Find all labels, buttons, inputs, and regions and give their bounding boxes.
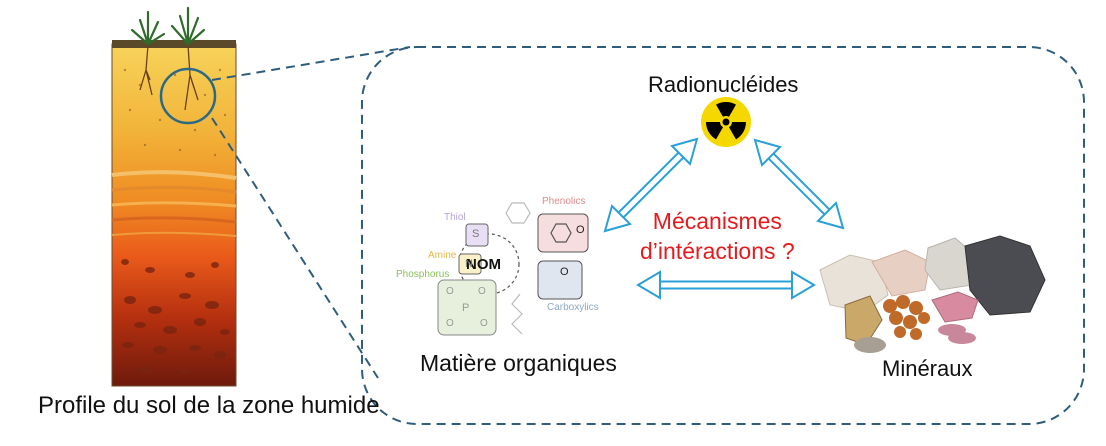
- mechanisms-line-1: Mécanismes: [652, 208, 782, 234]
- minerals-label: Minéraux: [882, 356, 973, 381]
- phenol-oxygen: O: [576, 224, 585, 236]
- arrow-om-radionuclides: [603, 137, 699, 233]
- carboxyl-oxygen: O: [560, 266, 569, 278]
- phosphorus-label: Phosphorus: [396, 269, 450, 280]
- radionuclides-label: Radionucléides: [648, 72, 799, 97]
- arrow-om-minerals: [636, 270, 816, 300]
- nom-center-label: NOM: [466, 256, 501, 273]
- soil-profile-caption: Profile du sol de la zone humide: [38, 392, 380, 419]
- radiation-icon: [701, 97, 751, 147]
- interaction-box: [361, 46, 1085, 425]
- minerals-illustration: [819, 235, 1046, 353]
- phosphate-oxygen-2: O: [478, 286, 486, 297]
- mechanisms-label: Mécanismes d’intéractions ?: [640, 206, 795, 266]
- thiol-label: Thiol: [444, 212, 466, 223]
- zoom-line-top: [211, 46, 411, 81]
- phosphate-oxygen-1: O: [446, 286, 454, 297]
- phosphate-oxygen-4: O: [480, 318, 488, 329]
- phosphorus-atom: P: [462, 302, 470, 314]
- nom-structure: [437, 202, 589, 336]
- phosphate-oxygen-3: O: [446, 318, 454, 329]
- arrow-minerals-radionuclides: [753, 138, 845, 230]
- carboxylics-label: Carboxylics: [547, 302, 599, 313]
- phenolics-label: Phenolics: [542, 196, 586, 207]
- organic-matter-label: Matière organiques: [420, 350, 617, 376]
- zoom-line-bottom: [211, 117, 379, 379]
- thiol-atom: S: [472, 228, 480, 240]
- amine-atom: N: [465, 258, 473, 270]
- amine-label: Amine: [428, 250, 457, 261]
- soil-profile-illustration: [111, 6, 237, 387]
- mechanisms-line-2: d’intéractions ?: [640, 238, 795, 264]
